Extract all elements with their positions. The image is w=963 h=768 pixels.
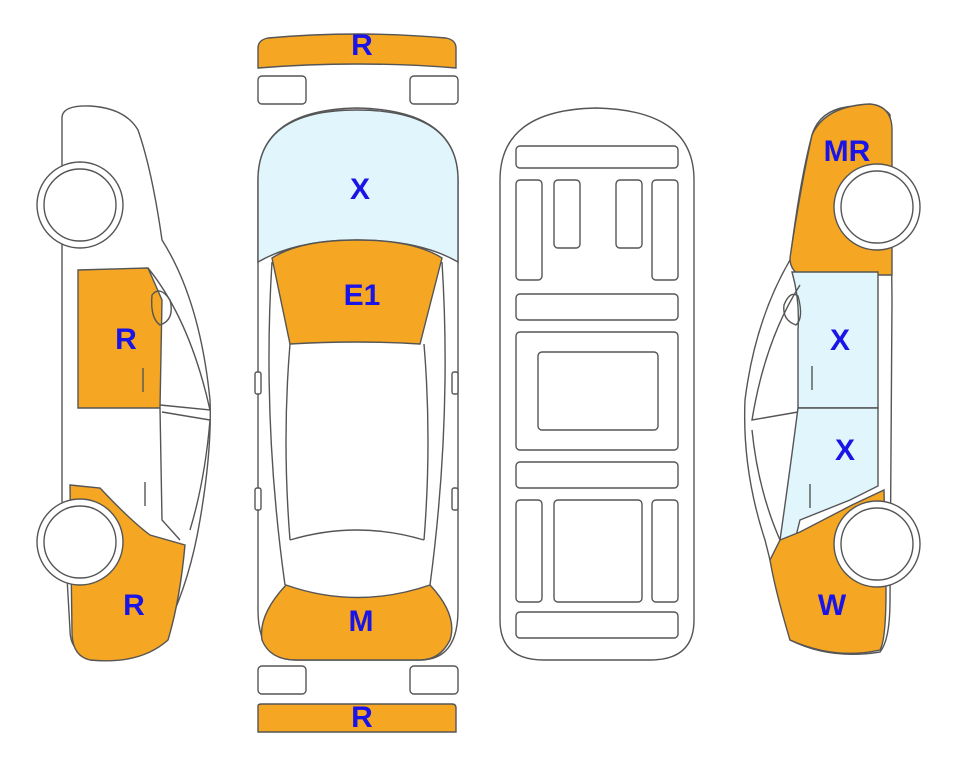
right-front-door-glass-code: X bbox=[834, 434, 856, 467]
underbody-floor bbox=[515, 331, 679, 451]
top-left-mirror-rear bbox=[254, 487, 262, 511]
underbody-tail-bar bbox=[515, 611, 679, 639]
underbody-rear-bar bbox=[515, 461, 679, 489]
hood-code: E1 bbox=[343, 279, 381, 312]
right-rear-wheel bbox=[833, 163, 921, 251]
top-right-mirror bbox=[451, 371, 459, 395]
right-rear-quarter-code: MR bbox=[823, 135, 871, 168]
underbody-view bbox=[499, 107, 695, 661]
right-window-lower bbox=[751, 429, 781, 541]
left-door-line bbox=[159, 407, 181, 541]
left-side-view bbox=[36, 105, 211, 662]
underbody-left-mount bbox=[553, 179, 581, 249]
left-door-panel bbox=[77, 267, 163, 409]
underbody-front-bar bbox=[515, 145, 679, 169]
hood-panel bbox=[271, 239, 443, 345]
left-front-wheel-inner bbox=[43, 168, 117, 242]
windshield-code: X bbox=[349, 173, 371, 206]
left-front-wheel bbox=[36, 161, 124, 249]
top-view bbox=[254, 33, 459, 733]
left-window-rear bbox=[161, 411, 211, 531]
top-left-side-line bbox=[268, 261, 286, 586]
left-rear-panel-code: R bbox=[123, 589, 145, 622]
left-mirror bbox=[150, 290, 172, 326]
underbody-right-mount bbox=[615, 179, 643, 249]
right-mirror bbox=[783, 293, 802, 326]
underbody-floor-inner bbox=[537, 351, 659, 431]
front-bumper bbox=[257, 33, 457, 69]
top-roof-rear bbox=[289, 529, 425, 541]
right-window-line bbox=[751, 284, 801, 421]
underbody-left-rail-front bbox=[515, 179, 543, 281]
trunk-panel bbox=[260, 584, 453, 661]
top-left-mirror bbox=[254, 371, 262, 395]
rear-left-light bbox=[257, 665, 307, 695]
top-right-side-line bbox=[429, 261, 446, 586]
front-left-light bbox=[257, 75, 307, 105]
trunk-code: M bbox=[348, 605, 374, 638]
right-front-wheel-inner bbox=[840, 507, 914, 581]
underbody-mid-bar bbox=[515, 293, 679, 321]
front-right-light bbox=[409, 75, 459, 105]
left-front-door-code: R bbox=[115, 323, 137, 356]
left-rear-wheel-inner bbox=[43, 505, 117, 579]
rear-right-light bbox=[409, 665, 459, 695]
right-rear-wheel-inner bbox=[840, 170, 914, 244]
left-rear-wheel bbox=[36, 498, 124, 586]
rear-bumper bbox=[257, 703, 457, 733]
right-front-door-glass bbox=[779, 407, 879, 541]
underbody-right-rail-front bbox=[651, 179, 679, 281]
right-front-panel-code: W bbox=[817, 589, 847, 622]
underbody-right-rail-rear bbox=[651, 499, 679, 603]
right-side-view bbox=[743, 103, 921, 655]
front-bumper-code: R bbox=[351, 29, 373, 62]
top-right-mirror-rear bbox=[451, 487, 459, 511]
right-front-wheel bbox=[833, 500, 921, 588]
underbody-outline bbox=[499, 107, 695, 661]
top-right-inner bbox=[423, 343, 429, 541]
underbody-left-rail-rear bbox=[515, 499, 543, 603]
top-left-inner bbox=[285, 343, 291, 541]
left-window-line bbox=[147, 267, 211, 411]
right-rear-door-glass-code: X bbox=[829, 324, 851, 357]
rear-bumper-code: R bbox=[351, 701, 373, 734]
underbody-rear-well bbox=[553, 499, 643, 603]
